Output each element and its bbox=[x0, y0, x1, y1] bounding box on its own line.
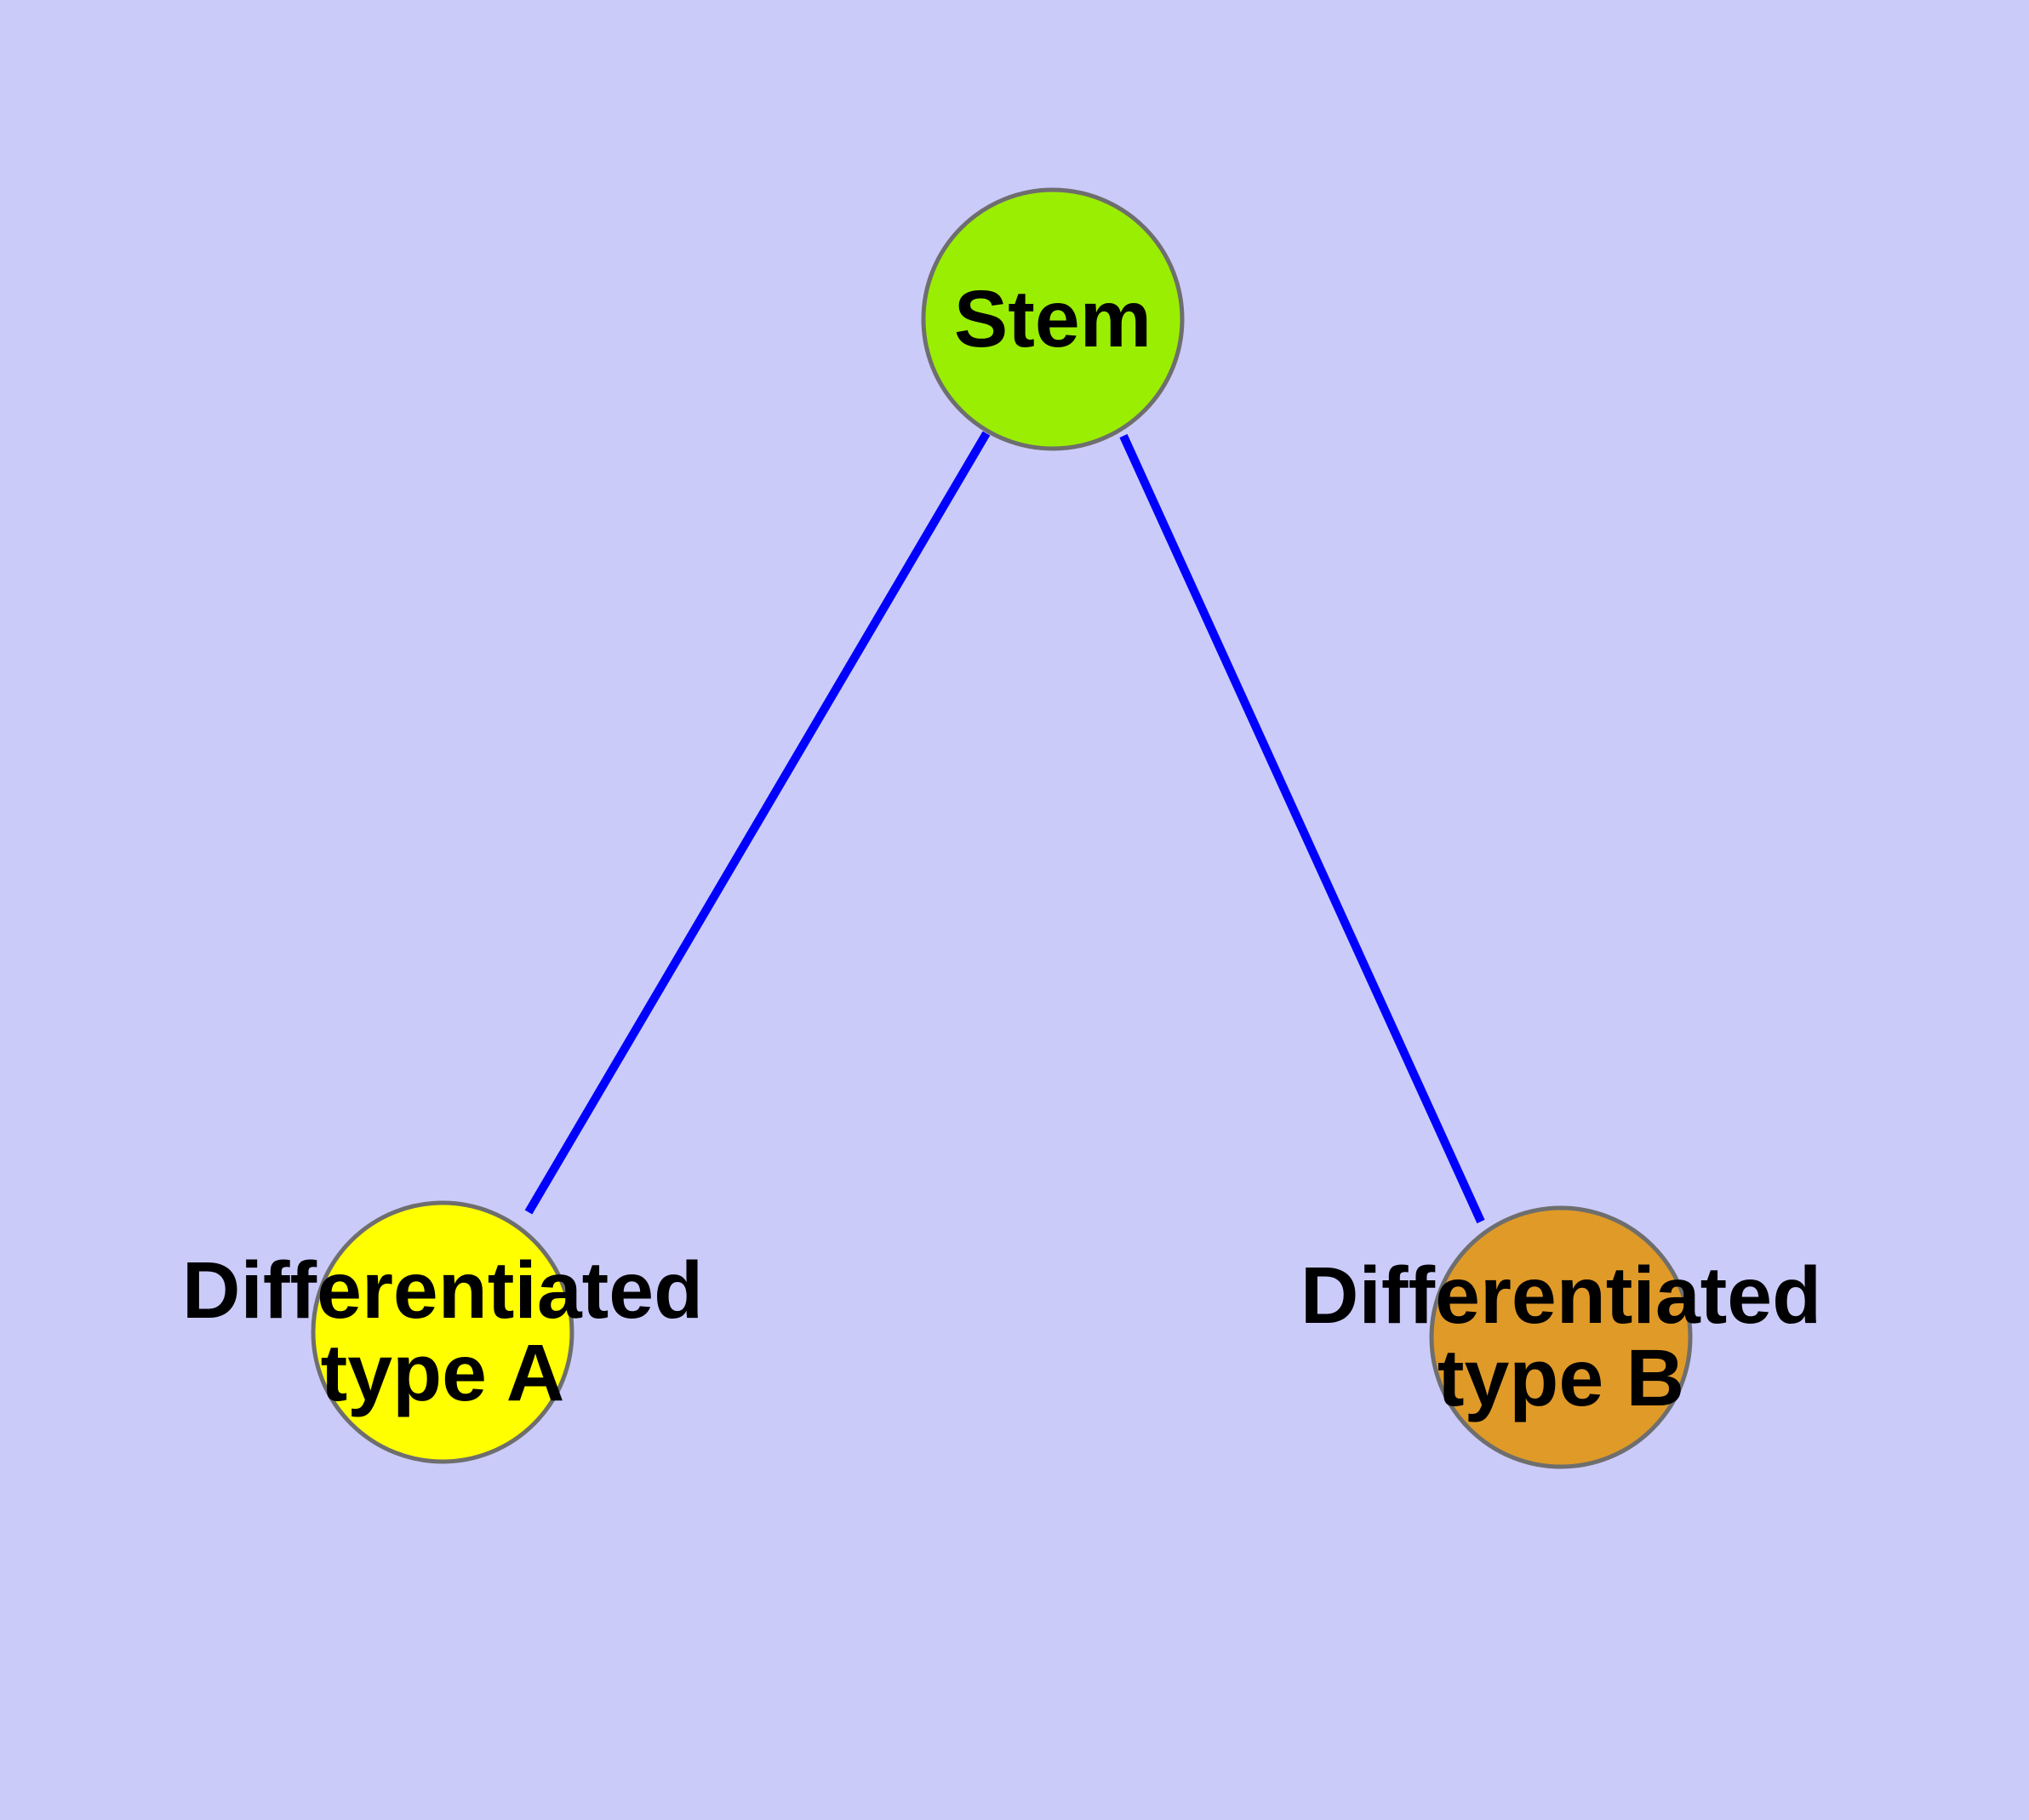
node-differentiated-type-b[interactable] bbox=[1429, 1205, 1693, 1469]
edge-stem-to-differentiated-b[interactable] bbox=[1119, 433, 1485, 1224]
nodes-group bbox=[311, 187, 1693, 1469]
edges-group bbox=[524, 431, 1485, 1224]
edge-stem-to-differentiated-a[interactable] bbox=[524, 431, 991, 1215]
node-differentiated-type-a[interactable] bbox=[311, 1200, 574, 1464]
node-stem[interactable] bbox=[921, 187, 1185, 451]
